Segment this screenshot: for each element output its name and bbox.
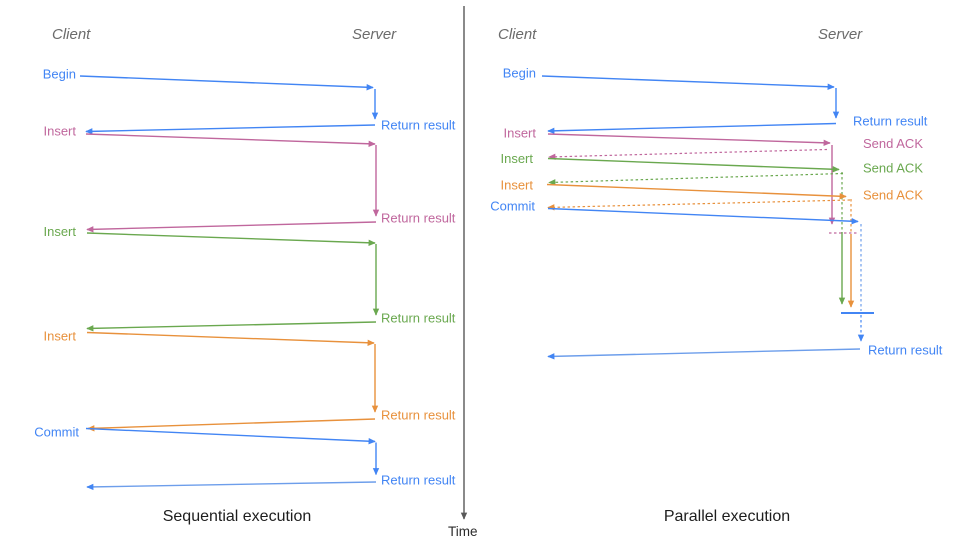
left-insert1-return-arrow bbox=[86, 221, 377, 233]
left-insert1-flow: Insert Return result bbox=[43, 124, 456, 233]
left-insert1-label: Insert bbox=[43, 124, 76, 139]
right-panel-title: Parallel execution bbox=[664, 508, 790, 525]
left-insert2-label: Insert bbox=[43, 224, 76, 239]
time-axis: Time bbox=[448, 6, 478, 539]
right-ack-label-3: Send ACK bbox=[863, 188, 923, 203]
left-commit-flow: Commit Return result bbox=[34, 425, 456, 491]
left-insert2-request-arrow bbox=[86, 232, 376, 246]
right-insert3-ack-arrow bbox=[547, 199, 851, 211]
right-insert1-flow: Insert Send ACK bbox=[503, 126, 923, 234]
right-return-label-bottom: Return result bbox=[868, 343, 943, 358]
right-insert1-ack-arrow bbox=[548, 148, 828, 161]
left-panel-title: Sequential execution bbox=[163, 508, 312, 525]
time-axis-label: Time bbox=[448, 524, 478, 539]
parallel-panel: Client Server Begin Return result Insert… bbox=[490, 26, 943, 525]
right-insert2-ack-arrow bbox=[548, 172, 844, 186]
left-return-label-4: Return result bbox=[381, 408, 456, 423]
right-client-header: Client bbox=[498, 26, 537, 43]
right-commit-request-arrow bbox=[547, 207, 859, 225]
left-insert2-flow: Insert Return result bbox=[43, 224, 456, 332]
right-begin-label: Begin bbox=[503, 66, 536, 81]
right-insert2-flow: Insert Send ACK bbox=[500, 151, 923, 305]
right-commit-flow: Commit Return result bbox=[490, 199, 943, 360]
sequential-panel: Client Server Begin Return result Insert… bbox=[34, 26, 456, 525]
left-insert3-label: Insert bbox=[43, 329, 76, 344]
left-begin-return-arrow bbox=[85, 124, 376, 135]
right-ack-label-2: Send ACK bbox=[863, 161, 923, 176]
right-insert1-label: Insert bbox=[503, 126, 536, 141]
right-insert3-request-arrow bbox=[546, 183, 847, 200]
right-insert2-label: Insert bbox=[500, 151, 533, 166]
right-server-header: Server bbox=[818, 26, 863, 43]
left-insert3-flow: Insert Return result bbox=[43, 329, 456, 432]
left-client-header: Client bbox=[52, 26, 91, 43]
left-insert3-return-arrow bbox=[87, 418, 376, 432]
right-begin-request-arrow bbox=[541, 75, 835, 90]
right-begin-return-arrow bbox=[547, 122, 837, 135]
left-begin-label: Begin bbox=[43, 67, 76, 82]
left-return-label-3: Return result bbox=[381, 311, 456, 326]
right-commit-return-arrow bbox=[547, 348, 861, 360]
right-insert3-label: Insert bbox=[500, 178, 533, 193]
right-ack-label-1: Send ACK bbox=[863, 136, 923, 151]
right-insert1-request-arrow bbox=[547, 133, 831, 146]
left-return-label-2: Return result bbox=[381, 211, 456, 226]
left-insert2-return-arrow bbox=[86, 321, 377, 332]
left-commit-return-arrow bbox=[86, 481, 377, 491]
left-insert3-request-arrow bbox=[86, 331, 375, 346]
left-commit-label: Commit bbox=[34, 425, 79, 440]
left-insert1-request-arrow bbox=[85, 133, 376, 147]
left-return-label-1: Return result bbox=[381, 118, 456, 133]
left-server-header: Server bbox=[352, 26, 397, 43]
right-insert2-request-arrow bbox=[547, 157, 840, 173]
right-return-label-top: Return result bbox=[853, 114, 928, 129]
right-begin-flow: Begin Return result bbox=[503, 66, 928, 135]
left-commit-request-arrow bbox=[85, 427, 376, 445]
left-return-label-5: Return result bbox=[381, 473, 456, 488]
right-commit-label: Commit bbox=[490, 199, 535, 214]
right-insert3-flow: Insert Send ACK bbox=[500, 178, 923, 308]
left-begin-flow: Begin Return result bbox=[43, 67, 456, 135]
left-begin-request-arrow bbox=[79, 75, 374, 91]
